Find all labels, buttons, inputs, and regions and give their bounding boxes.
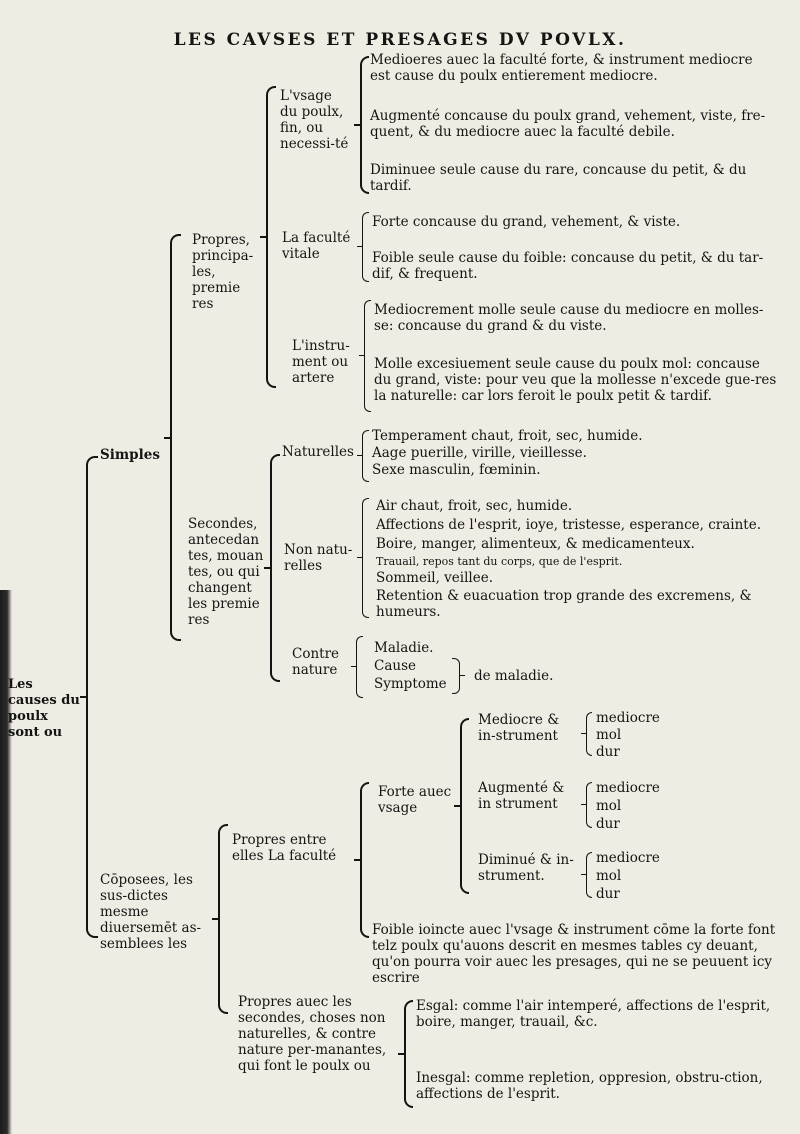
inesgal-item: Inesgal: comme repletion, oppresion, obs… <box>416 1070 763 1102</box>
root-label: Les causes du poulx sont ou <box>8 677 80 740</box>
forte-label: Forte auec vsage <box>378 784 452 816</box>
forte-group-item: mol <box>596 868 622 884</box>
forte-group-item: mediocre <box>596 780 660 796</box>
forte-group-brace <box>581 852 592 898</box>
propres-auec-secondes-label: Propres auec les secondes, choses non na… <box>238 994 387 1074</box>
usage-brace <box>354 56 369 194</box>
scan-edge-shadow <box>0 590 12 1134</box>
contre-nature-item: Symptome <box>374 676 447 692</box>
faculte-item: Foible seule cause du foible: concause d… <box>372 250 764 282</box>
forte-group-label: Diminué & in-strument. <box>478 852 574 884</box>
usage-item: Medioeres auec la faculté forte, & instr… <box>370 52 753 84</box>
usage-item: Diminuee seule cause du rare, concause d… <box>370 162 747 194</box>
faculte-item: Forte concause du grand, vehement, & vis… <box>372 214 681 230</box>
propres-auec-secondes-brace <box>398 1000 413 1108</box>
secondes-brace <box>264 454 280 682</box>
faculte-label: La faculté vitale <box>282 230 351 262</box>
naturelles-label: Naturelles <box>282 444 354 460</box>
esgal-item: Esgal: comme l'air intemperé, affections… <box>416 998 771 1030</box>
secondes-label: Secondes, antecedan tes, mouan tes, ou q… <box>188 516 264 628</box>
page-title: LES CAVSES ET PRESAGES DV POVLX. <box>173 30 627 50</box>
instrument-label: L'instru-ment ou artere <box>292 338 350 386</box>
naturelles-item: Sexe masculin, fœminin. <box>372 462 541 478</box>
contre-nature-brace <box>351 636 363 698</box>
propres-brace <box>260 86 276 388</box>
forte-group-item: mol <box>596 727 622 743</box>
propres-entre-elles-label: Propres entre elles La faculté <box>232 832 337 864</box>
non-naturelles-item: Air chaut, froit, sec, humide. <box>376 498 573 514</box>
simples-brace <box>164 234 181 641</box>
naturelles-brace <box>357 430 369 482</box>
non-naturelles-item: Sommeil, veillee. <box>376 570 494 586</box>
instrument-item: Molle excesiuement seule cause du poulx … <box>374 356 777 404</box>
non-naturelles-label: Non natu-relles <box>284 542 353 574</box>
naturelles-item: Temperament chaut, froit, sec, humide. <box>372 428 643 444</box>
forte-group-item: mediocre <box>596 710 660 726</box>
instrument-brace <box>359 300 371 412</box>
forte-group-item: dur <box>596 744 620 760</box>
non-naturelles-item: Trauail, repos tant du corps, que de l'e… <box>376 555 623 568</box>
instrument-item: Mediocrement molle seule cause du medioc… <box>374 302 764 334</box>
forte-brace <box>454 718 469 894</box>
contre-nature-right-brace <box>452 658 465 694</box>
forte-group-brace <box>581 712 592 756</box>
non-naturelles-item: Retention & euacuation trop grande des e… <box>376 588 752 620</box>
non-naturelles-item: Boire, manger, alimenteux, & medicamente… <box>376 536 695 552</box>
composees-label: Cōposees, les sus-dictes mesme diuersemē… <box>100 872 202 952</box>
forte-group-item: mediocre <box>596 850 660 866</box>
forte-group-item: dur <box>596 816 620 832</box>
contre-nature-joined: de maladie. <box>474 668 554 684</box>
contre-nature-item: Maladie. <box>374 640 434 656</box>
forte-group-brace <box>581 782 592 828</box>
naturelles-item: Aage puerille, virille, vieillesse. <box>372 445 587 461</box>
forte-group-label: Mediocre & in-strument <box>478 712 560 744</box>
forte-group-item: dur <box>596 886 620 902</box>
non-naturelles-brace <box>357 498 369 618</box>
foible-note: Foible ioincte auec l'vsage & instrument… <box>372 922 776 986</box>
propres-entre-elles-brace <box>354 782 369 938</box>
non-naturelles-item: Affections de l'esprit, ioye, tristesse,… <box>376 517 761 533</box>
usage-item: Augmenté concause du poulx grand, veheme… <box>370 108 766 140</box>
simples-label: Simples <box>100 447 160 463</box>
usage-label: L'vsage du poulx, fin, ou necessi-té <box>280 88 349 152</box>
contre-nature-label: Contre nature <box>292 646 340 678</box>
forte-group-item: mol <box>596 798 622 814</box>
propres-label: Propres, principa-les, premie res <box>192 232 254 312</box>
contre-nature-item: Cause <box>374 658 416 674</box>
composees-brace <box>212 824 228 1014</box>
forte-group-label: Augmenté & in strument <box>478 780 565 812</box>
root-brace <box>80 456 98 938</box>
faculte-brace <box>357 212 369 282</box>
